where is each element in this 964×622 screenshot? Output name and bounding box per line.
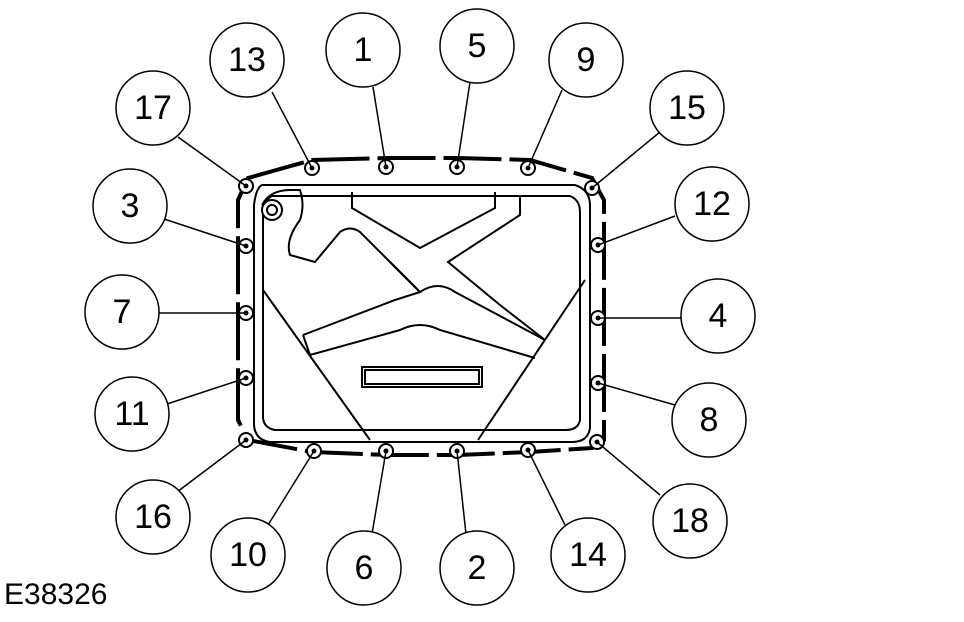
- bolt-dot: [595, 242, 601, 248]
- callout-17-label: 17: [134, 89, 172, 127]
- label-plate: [361, 366, 483, 388]
- leader-18: [596, 441, 661, 496]
- bolt-dot: [525, 447, 531, 453]
- bolt-dot: [595, 315, 601, 321]
- diag-left: [262, 289, 371, 441]
- center-x2: [419, 285, 546, 341]
- pan-ribs: [261, 189, 586, 441]
- callout-8-circle: [671, 382, 747, 458]
- callout-16-label: 16: [134, 498, 172, 536]
- flange-inner-edge: [253, 184, 591, 443]
- callout-5-circle: [439, 8, 515, 84]
- leader-lines: [159, 81, 682, 535]
- callout-6-label: 6: [355, 549, 374, 587]
- leader-5: [456, 81, 471, 168]
- callout-2-circle: [439, 530, 515, 606]
- callout-4-circle: [680, 278, 756, 354]
- bolt-dot: [525, 165, 531, 171]
- callout-10-label: 10: [229, 536, 267, 574]
- bolt-dot: [243, 183, 249, 189]
- bolt-dot: [243, 437, 249, 443]
- leader-11: [166, 377, 247, 405]
- top-channel: [351, 192, 496, 250]
- callout-1-label: 1: [354, 31, 373, 69]
- figure-reference-code: E38326: [4, 578, 108, 611]
- leader-17: [177, 136, 247, 187]
- callout-12-label: 12: [693, 185, 731, 223]
- callout-4-label: 4: [709, 297, 728, 335]
- callout-17-circle: [115, 70, 191, 146]
- callout-13-circle: [209, 22, 285, 98]
- bolt-dot: [383, 164, 389, 170]
- bolt-dot: [454, 164, 460, 170]
- bolt-dot: [383, 448, 389, 454]
- right-channel: [446, 196, 546, 341]
- bolt-dot: [594, 439, 600, 445]
- bolt-dot: [243, 375, 249, 381]
- bolt-dot: [309, 165, 315, 171]
- callout-11-circle: [94, 376, 170, 452]
- callout-9-label: 9: [577, 41, 596, 79]
- callout-15-circle: [649, 70, 725, 146]
- bolt-bosses: [238, 159, 606, 459]
- callout-13-label: 13: [228, 41, 266, 79]
- callout-labels: 1 2 3 4 5 6 7 8 9 10 11 12 13 14 15 16 1…: [113, 27, 731, 587]
- callout-5-label: 5: [468, 27, 487, 65]
- callout-6-circle: [326, 530, 402, 606]
- leader-8: [597, 382, 676, 406]
- leader-3: [163, 218, 247, 247]
- callout-1-circle: [325, 12, 401, 88]
- leader-1: [372, 86, 387, 168]
- callout-16-circle: [115, 479, 191, 555]
- callout-14-label: 14: [569, 536, 607, 574]
- bolt-dot: [243, 310, 249, 316]
- callout-10-circle: [210, 517, 286, 593]
- callout-7-circle: [84, 274, 160, 350]
- callout-circles: [84, 8, 756, 606]
- leader-15: [591, 131, 661, 189]
- callout-12-circle: [674, 166, 750, 242]
- callout-9-circle: [548, 22, 624, 98]
- leader-2: [456, 450, 467, 535]
- leader-10: [267, 450, 315, 526]
- leader-9: [527, 89, 563, 169]
- callout-11-label: 11: [114, 395, 149, 433]
- lower-left: [302, 324, 536, 359]
- flange-outer-edge: [236, 156, 606, 457]
- callout-3-circle: [92, 168, 168, 244]
- callout-8-label: 8: [700, 401, 719, 439]
- center-x: [302, 261, 422, 336]
- drain-plug-area: [261, 189, 421, 293]
- bolt-dot: [243, 243, 249, 249]
- callout-7-label: 7: [113, 293, 132, 331]
- leader-13: [271, 91, 313, 169]
- drain-plug: [261, 199, 283, 221]
- callout-18-circle: [652, 483, 728, 559]
- leader-6: [371, 450, 387, 535]
- bolt-dot: [589, 185, 595, 191]
- pan-inner-edge: [262, 195, 581, 431]
- callout-14-circle: [550, 517, 626, 593]
- bolt-dot: [311, 448, 317, 454]
- callout-3-label: 3: [121, 187, 140, 225]
- label-plate-inner: [364, 369, 480, 385]
- leader-16: [176, 439, 247, 493]
- drain-plug-inner: [266, 204, 278, 216]
- pan-flange: [236, 156, 606, 457]
- bolt-dot: [595, 380, 601, 386]
- bolt-dot: [454, 448, 460, 454]
- leader-14: [527, 449, 566, 526]
- callout-15-label: 15: [668, 89, 706, 127]
- leader-12: [597, 215, 676, 246]
- callout-2-label: 2: [468, 549, 487, 587]
- callout-18-label: 18: [671, 502, 709, 540]
- bolt-dots: [243, 164, 601, 454]
- diag-right: [477, 279, 586, 441]
